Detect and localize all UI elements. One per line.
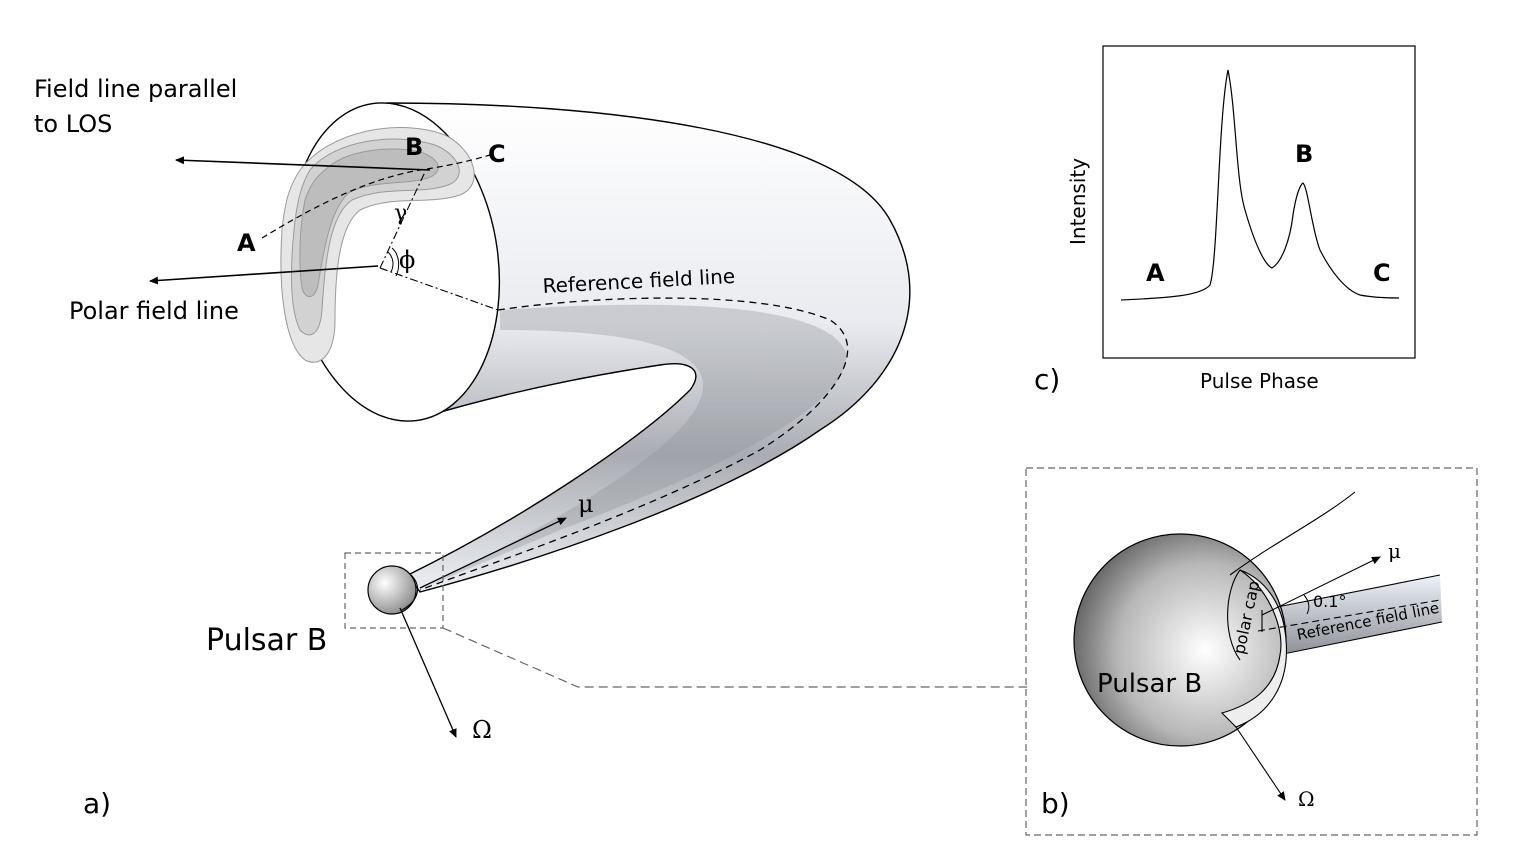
pulse-phase-axis-label: Pulse Phase xyxy=(1200,369,1319,393)
gamma-line xyxy=(379,171,426,269)
panel-c-tag: c) xyxy=(1034,363,1060,396)
field-line-parallel-arrow xyxy=(175,156,431,171)
cone-lower-edge xyxy=(1277,621,1443,656)
mu-arrow-b xyxy=(1261,556,1381,616)
pulsar-small xyxy=(367,565,417,615)
phi-angle-arc xyxy=(391,247,400,277)
pulsar-b-label-large: Pulsar B xyxy=(1097,669,1202,699)
panel-b-tag: b) xyxy=(1041,787,1070,820)
intensity-axis-label: Intensity xyxy=(1066,158,1090,245)
cone-upper-edge xyxy=(1261,574,1441,611)
panel-b-frame xyxy=(1025,467,1478,836)
profile-point-c: C xyxy=(1373,259,1391,287)
omega-arrow-b xyxy=(1235,726,1286,801)
zoom-box xyxy=(344,552,444,629)
polar-cap-small xyxy=(401,573,419,611)
omega-label: Ω xyxy=(472,716,492,744)
profile-point-b: B xyxy=(1295,140,1313,168)
reference-field-line-b xyxy=(1257,599,1441,632)
polar-cap-region xyxy=(1220,569,1288,728)
gamma-label: γ xyxy=(394,201,407,226)
panel-b: Pulsar B polar cap 0.1° Reference field … xyxy=(1025,467,1478,836)
field-line-parallel-label-1: Field line parallel xyxy=(34,75,237,103)
point-c-label: C xyxy=(488,140,506,168)
phi-label: ϕ xyxy=(399,246,415,274)
polar-cap-boundary xyxy=(1227,569,1241,661)
pulse-profile-curve xyxy=(1120,69,1400,301)
line-of-sight-track xyxy=(261,154,491,239)
point-b-label: B xyxy=(405,133,423,161)
zoom-connector xyxy=(442,627,1027,688)
field-line-top xyxy=(1229,491,1356,576)
panel-c: Intensity Pulse Phase A B C c) xyxy=(1034,45,1416,396)
tube-shadow-band xyxy=(430,304,847,585)
flux-tube xyxy=(386,102,911,593)
phi-line xyxy=(379,267,499,311)
mu-arrow xyxy=(419,517,567,589)
mu-label: μ xyxy=(578,490,594,518)
profile-frame xyxy=(1102,45,1416,359)
panel-a-tag: a) xyxy=(83,787,111,820)
phi-angle-arc-2 xyxy=(387,251,394,273)
field-line-parallel-label-2: to LOS xyxy=(34,110,112,138)
profile-point-a: A xyxy=(1146,259,1165,287)
panel-a: Field line parallel to LOS Polar field l… xyxy=(34,75,911,820)
angle-label: 0.1° xyxy=(1313,592,1346,611)
omega-label-b: Ω xyxy=(1298,787,1315,811)
reference-field-line xyxy=(419,297,849,591)
emission-region-inner xyxy=(299,148,439,298)
polar-field-line-arrow xyxy=(149,265,379,285)
mu-label-b: μ xyxy=(1388,539,1401,563)
point-a-label: A xyxy=(237,229,256,257)
omega-arrow xyxy=(399,607,457,738)
angle-arc xyxy=(1303,594,1310,615)
polar-field-line-label: Polar field line xyxy=(69,297,239,325)
pulsar-b-label: Pulsar B xyxy=(206,623,327,658)
